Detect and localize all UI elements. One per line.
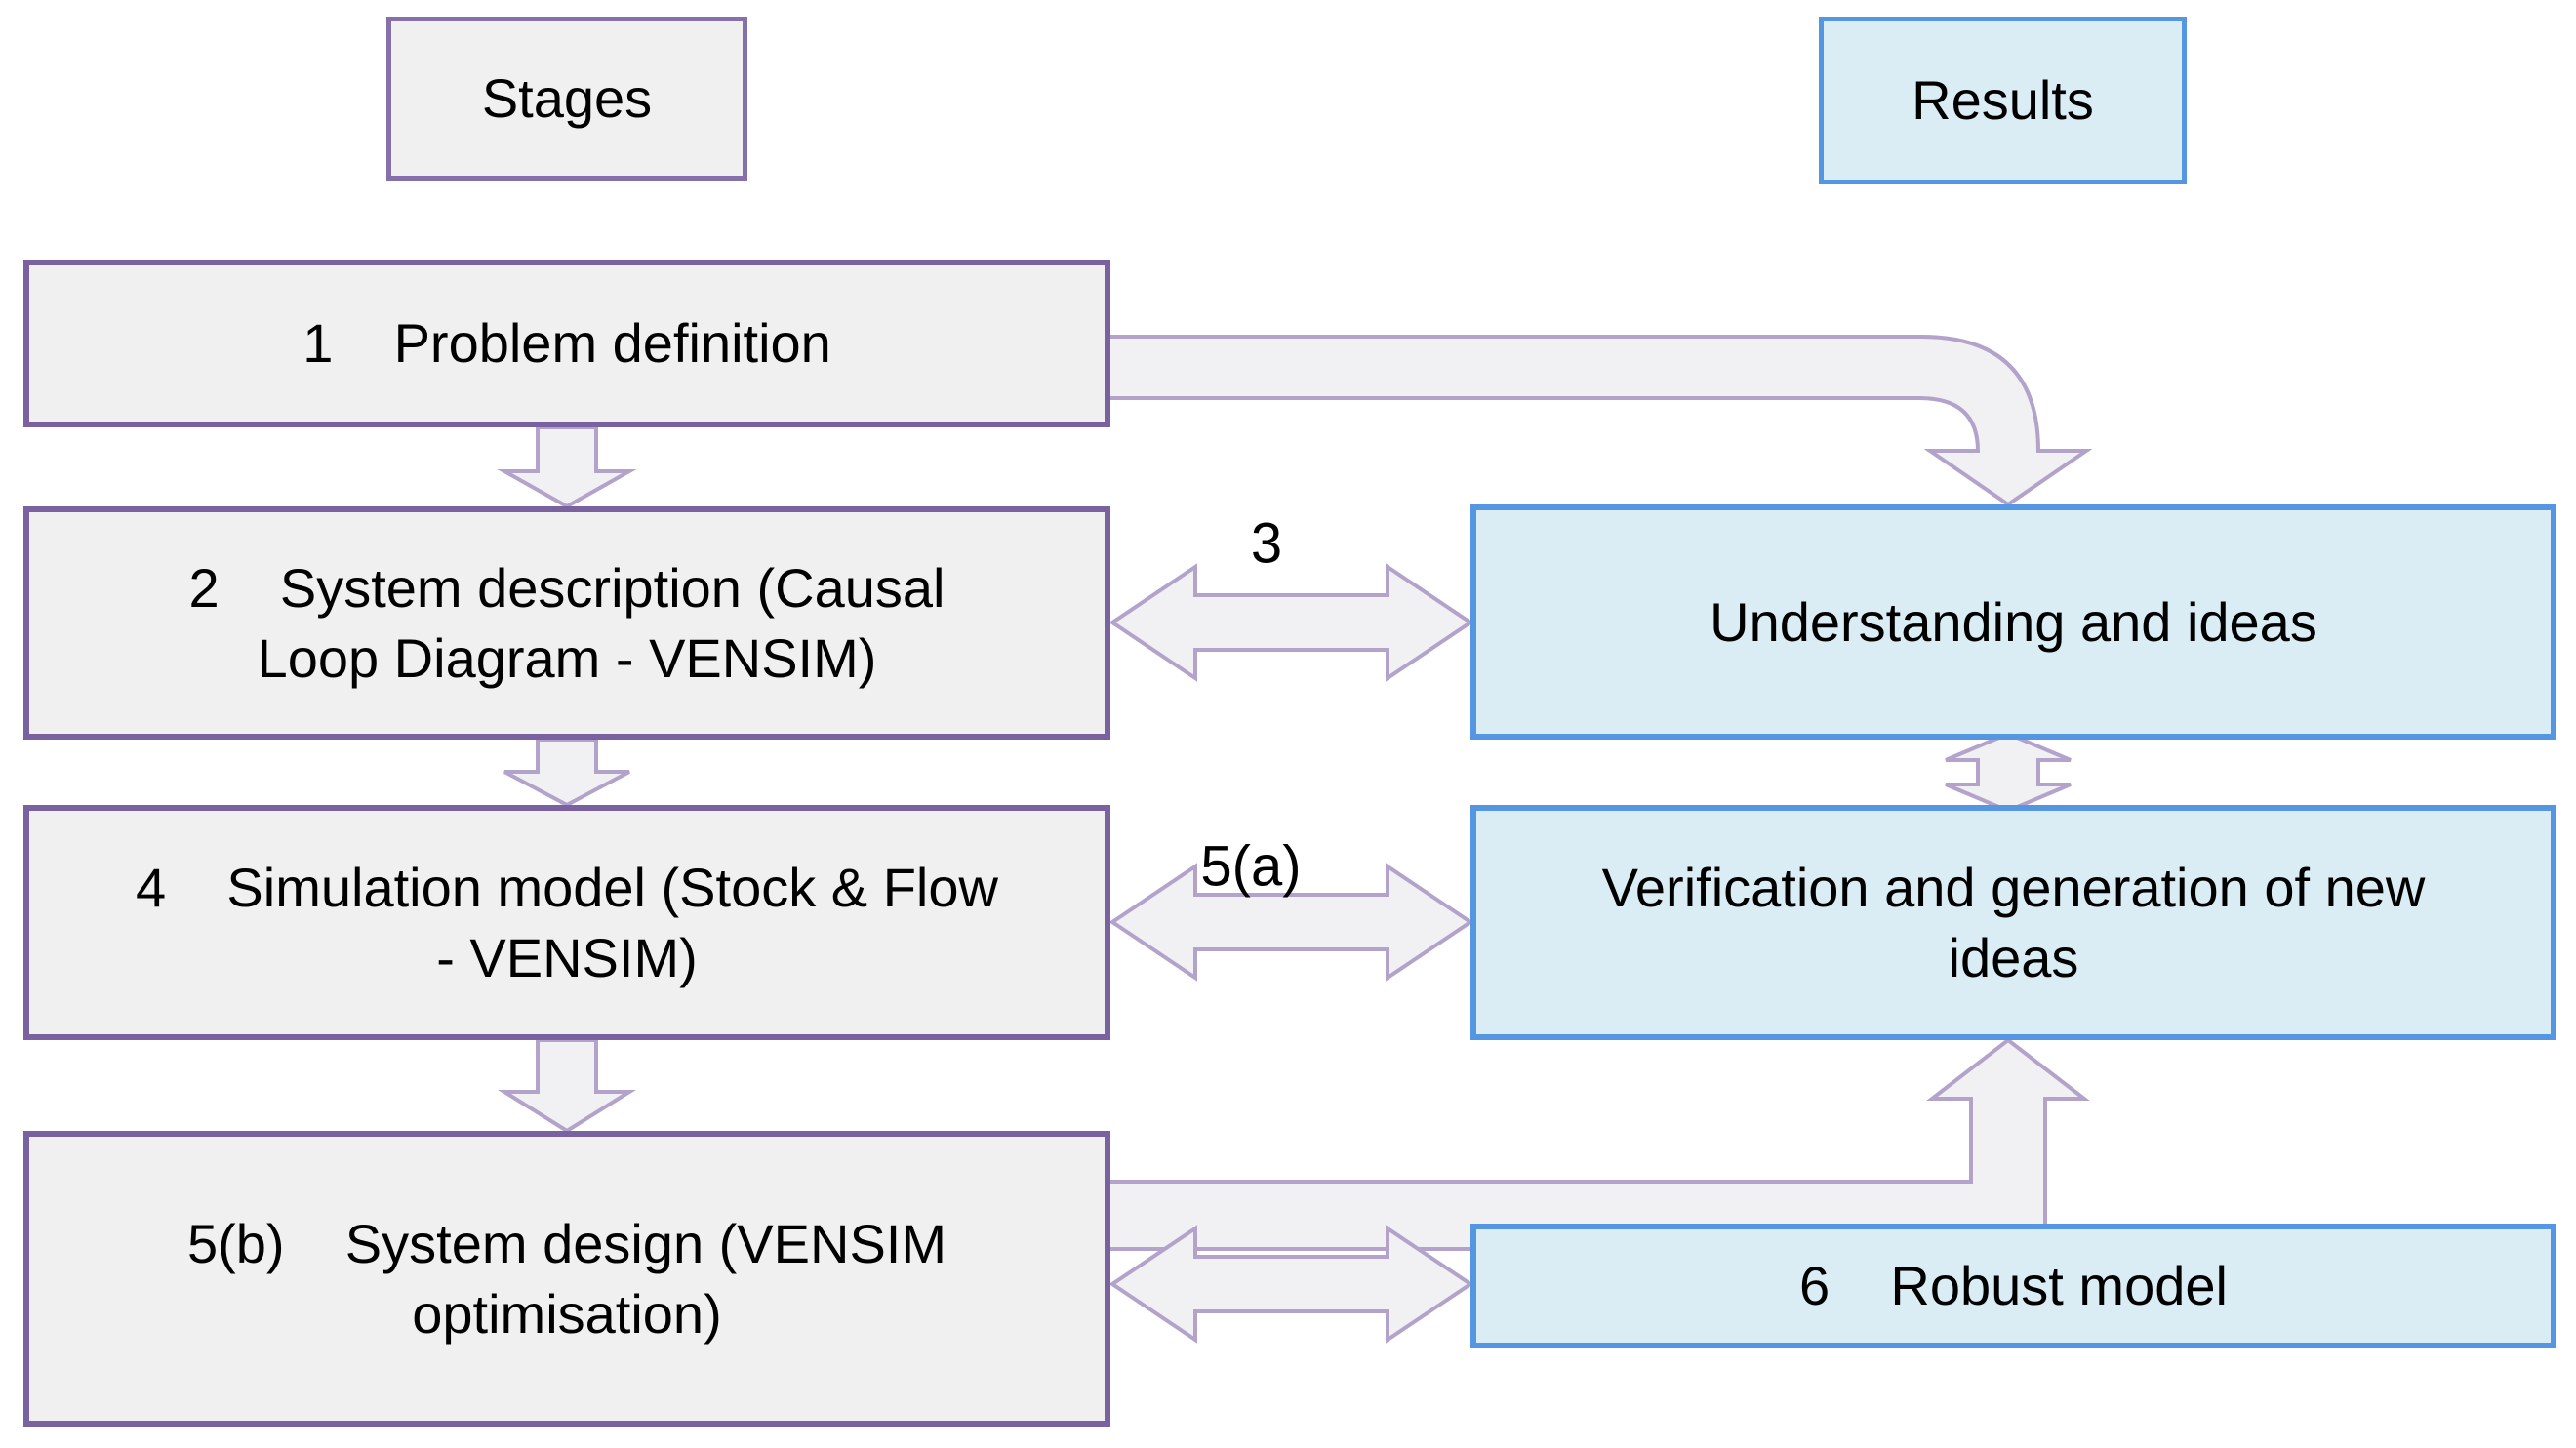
down-arrow-4-to-5b: [498, 1038, 636, 1134]
down-arrow-2-to-4: [503, 738, 630, 808]
stage-box-simulation-model: 4 Simulation model (Stock & Flow - VENSI…: [23, 805, 1110, 1040]
result-box-robust-model: 6 Robust model: [1470, 1224, 2556, 1348]
vertical-double-arrow-understanding-verification: [1945, 731, 2072, 814]
result-box-verification: Verification and generation of new ideas: [1470, 805, 2556, 1040]
connector-label-5a: 5(a): [1200, 834, 1302, 899]
double-arrow-3: [1108, 563, 1474, 682]
stages-header: Stages: [386, 17, 747, 181]
bent-arrow-problem-to-understanding: [1105, 335, 2093, 507]
stage-box-problem-definition: 1 Problem definition: [23, 260, 1110, 427]
stage-box-system-design: 5(b) System design (VENSIM optimisation): [23, 1131, 1110, 1427]
stage-box-system-description: 2 System description (Causal Loop Diagra…: [23, 506, 1110, 740]
double-arrow-systemdesign-robust: [1108, 1225, 1474, 1344]
down-arrow-1-to-2: [497, 425, 637, 509]
result-box-understanding-and-ideas: Understanding and ideas: [1470, 504, 2556, 740]
bent-arrow-systemdesign-to-verification: [1105, 1037, 2090, 1251]
connector-label-3: 3: [1250, 511, 1283, 576]
results-header: Results: [1819, 17, 2187, 184]
